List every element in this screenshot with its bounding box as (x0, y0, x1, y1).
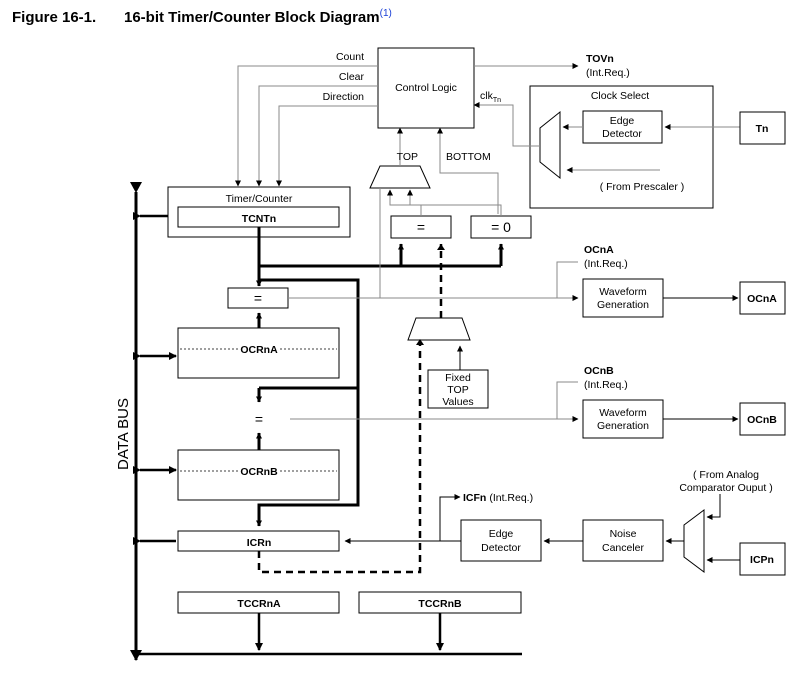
waveform-a-block: OCnA (Int.Req.) Waveform Generation (582, 244, 739, 318)
from-analog-line1: ( From Analog (693, 469, 759, 481)
input-capture-chain: Edge Detector ICFn(Int.Req.) Noise Cance… (344, 469, 773, 573)
zero-compare-to-mux (407, 189, 502, 216)
tovn-req-label: (Int.Req.) (586, 67, 630, 79)
waveform-a-line1: Waveform (599, 286, 647, 298)
top-label: TOP (397, 151, 418, 163)
icp-source-mux (683, 509, 705, 573)
clk-edge-detector-line1: Edge (610, 115, 635, 127)
ocna-compare-label: = (254, 290, 262, 306)
zero-compare: = 0 (470, 215, 532, 239)
from-analog-line2: Comparator Ouput ) (679, 482, 772, 494)
icfn-label: ICFn(Int.Req.) (463, 492, 533, 504)
icp-edge-detector (460, 519, 542, 562)
ocnb-compare: = (255, 381, 579, 450)
top-select-path: Fixed TOP Values (257, 244, 489, 574)
top-bottom-mux: TOP BOTTOM (369, 127, 499, 214)
tcnt-bus (256, 227, 504, 527)
waveform-b-line2: Generation (597, 420, 649, 432)
ocnb-req-label: (Int.Req.) (584, 379, 628, 391)
fixed-top-line3: Values (442, 396, 473, 408)
tccrna-label: TCCRnA (237, 598, 281, 610)
figure-caption: Figure 16-1. 16-bit Timer/Counter Block D… (12, 8, 392, 26)
tovn-label: TOVn (586, 53, 614, 65)
waveform-b-line1: Waveform (599, 407, 647, 419)
waveform-a-line2: Generation (597, 299, 649, 311)
clock-select-mux (539, 110, 561, 180)
from-prescaler-label: ( From Prescaler ) (600, 181, 685, 193)
tccrna-register: TCCRnA (177, 591, 340, 614)
top-compare-label: = (417, 219, 425, 235)
control-outputs: Count Clear Direction (235, 51, 378, 187)
timer-counter-label: Timer/Counter (226, 193, 293, 205)
tccrnb-register: TCCRnB (358, 591, 522, 614)
clock-select-block: Clock Select Edge Detector ( From Presca… (473, 85, 740, 209)
control-logic-block: Control Logic (377, 47, 475, 129)
clear-label: Clear (339, 71, 365, 83)
noise-canceler-line1: Noise (610, 528, 637, 540)
ocrnb-label: OCRnB (240, 466, 278, 478)
tn-pin-label: Tn (756, 123, 769, 135)
control-logic-label: Control Logic (395, 82, 457, 94)
ocnb-pin: OCnB (739, 402, 786, 436)
clock-select-title: Clock Select (591, 90, 649, 102)
clk-edge-detector-line2: Detector (602, 128, 642, 140)
figure-number: Figure 16-1. (12, 9, 97, 26)
icpn-pin-label: ICPn (750, 554, 774, 566)
tccrnb-label: TCCRnB (418, 598, 462, 610)
tovn-output: TOVn (Int.Req.) (474, 53, 630, 79)
direction-label: Direction (323, 91, 365, 103)
tcntn-label: TCNTn (242, 213, 276, 225)
zero-compare-label: = 0 (491, 219, 511, 235)
top-value-mux (407, 317, 471, 341)
icpn-pin: ICPn (739, 542, 786, 576)
ocna-compare: = (227, 188, 579, 328)
icp-edge-detector-line2: Detector (481, 542, 521, 554)
count-label: Count (336, 51, 364, 63)
fixed-top-line1: Fixed (445, 372, 471, 384)
icp-edge-detector-line1: Edge (489, 528, 514, 540)
noise-canceler-line2: Canceler (602, 542, 645, 554)
ocrnb-register: OCRnB (177, 449, 340, 501)
noise-canceler (582, 519, 664, 562)
ocnb-pin-label: OCnB (747, 414, 777, 426)
ocna-pin-label: OCnA (747, 293, 777, 305)
figure-title: 16-bit Timer/Counter Block Diagram (124, 9, 380, 26)
waveform-b-block: OCnB (Int.Req.) Waveform Generation (582, 365, 739, 439)
data-bus-label: DATA BUS (115, 398, 132, 470)
icrn-label: ICRn (247, 537, 272, 549)
ocna-pin: OCnA (739, 281, 786, 315)
icrn-register: ICRn (177, 530, 340, 552)
data-bus: DATA BUS (115, 182, 522, 661)
ocnb-compare-label: = (255, 411, 263, 427)
top-compare: = (390, 215, 452, 239)
tn-pin: Tn (739, 111, 786, 145)
bottom-label: BOTTOM (446, 151, 491, 163)
ocna-req-label: (Int.Req.) (584, 258, 628, 270)
footnote-ref[interactable]: (1) (379, 8, 392, 19)
ocna-flag-label: OCnA (584, 244, 614, 256)
clk-label: clkTn (480, 90, 501, 104)
fixed-top-block (427, 369, 489, 409)
ocrna-register: OCRnA (177, 327, 340, 379)
top-compare-to-mux (387, 189, 422, 216)
ocnb-flag-label: OCnB (584, 365, 614, 377)
fixed-top-line2: TOP (447, 384, 468, 396)
ocrna-label: OCRnA (240, 344, 278, 356)
